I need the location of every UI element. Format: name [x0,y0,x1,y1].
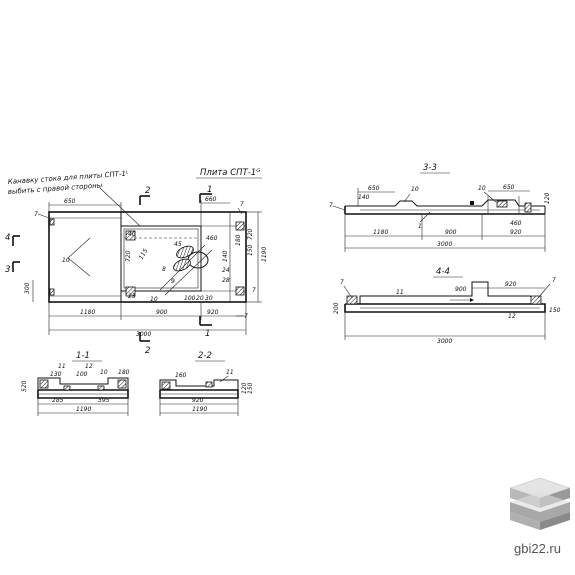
plan-dim-150: 150 [247,244,254,256]
section33-callout-10a: 10 [411,186,419,193]
plan-dim-115: 115 [138,247,150,261]
section44-dim-900: 900 [455,286,467,293]
section-mark-3-left: 3 [5,261,20,275]
plan-dim-180: 180 [235,234,242,246]
plan-callout-7c: 7 [252,287,256,294]
section22-callout-11: 11 [226,369,234,376]
svg-text:4: 4 [5,233,10,243]
section11-callout-11: 11 [58,363,66,370]
section44-dim-920: 920 [505,281,517,288]
plan-callout-7a: 7 [34,211,38,218]
section11-dim-130: 130 [50,371,62,378]
svg-text:2: 2 [145,346,150,356]
plan-callout-8: 8 [162,266,166,273]
section-4-4-title: 4-4 [436,267,450,277]
plan-dim-460: 460 [206,235,218,242]
section44-callout-7a: 7 [340,279,344,286]
plan-dim-20: 20 [196,295,204,302]
section-3-3: 3-3 10 10 1 7 650 650 140 120 [329,163,551,252]
section11-dim-595: 595 [98,397,110,404]
plan-dim-40: 40 [128,231,136,238]
plan-dim-24: 24 [222,267,230,274]
plan-dim-25: 25 [128,293,136,300]
section33-dim-140: 140 [358,194,370,201]
section-4-4: 4-4 7 7 11 12 900 920 150 200 3000 [333,267,561,345]
section33-dim-3000: 3000 [437,241,452,248]
gbi22-logo-icon [509,477,571,530]
plan-dim-920: 920 [207,309,219,316]
plan-dim-100: 100 [184,295,196,302]
section33-dim-650b: 650 [503,184,515,191]
section22-dim-150: 150 [247,382,254,394]
section11-dim-180: 180 [118,369,130,376]
plan-dim-650: 650 [64,198,76,205]
section-mark-1-top: 1 [199,185,212,203]
section33-dim-1180: 1180 [373,229,388,236]
plan-dim-45: 45 [174,241,182,248]
section33-callout-1: 1 [418,223,422,230]
svg-text:2: 2 [145,186,150,196]
plan-dim-3000: 3000 [136,331,151,338]
section11-callout-12: 12 [85,363,93,370]
section-2-2: 2-2 11 160 120 150 920 1190 [159,351,254,416]
plan-dim-660: 660 [205,196,217,203]
section22-dim-120: 120 [241,382,248,394]
section22-dim-160: 160 [175,372,187,379]
plan-dim-720-inner: 720 [125,250,132,262]
section11-dim-1190: 1190 [76,406,91,413]
plan-dim-720: 720 [247,228,254,240]
section33-dim-920: 920 [510,229,522,236]
section-mark-4-left: 4 [5,233,20,246]
section11-callout-10: 10 [100,369,108,376]
plan-dim-28: 28 [222,277,230,284]
plan-dim-900: 900 [156,309,168,316]
plan-dim-140: 140 [222,250,229,262]
section44-callout-7b: 7 [552,277,556,284]
section33-callout-7: 7 [329,202,333,209]
svg-text:1: 1 [205,329,210,339]
section22-dim-1190: 1190 [192,406,207,413]
plan-callout-10b: 10 [150,296,158,303]
watermark-site: gbi22.ru [514,541,561,556]
plan-outline [48,211,247,303]
section-2-2-title: 2-2 [198,351,212,361]
section33-callout-10b: 10 [478,185,486,192]
section-mark-2-bottom: 2 [139,332,150,356]
plan-view: Плита СПТ-1ᴳ 10 7 7 7 7 [5,168,268,356]
section-3-3-title: 3-3 [423,163,437,173]
plan-callout-10: 10 [62,257,70,264]
section11-dim-520: 520 [21,380,28,392]
section33-dim-120: 120 [544,192,551,204]
section33-dim-650a: 650 [368,185,380,192]
plan-title: Плита СПТ-1ᴳ [200,168,260,178]
section44-dim-3000: 3000 [437,338,452,345]
plan-dim-30: 30 [205,295,213,302]
section-mark-1-bottom: 1 [199,316,212,339]
plan-dim-1190: 1190 [261,247,268,262]
section33-dim-900: 900 [445,229,457,236]
plan-dim-300: 300 [24,282,31,294]
plan-dim-1180: 1180 [80,309,95,316]
section-1-1-title: 1-1 [76,351,90,361]
section44-callout-12: 12 [508,313,516,320]
svg-text:1: 1 [207,185,212,195]
section-mark-2-top: 2 [139,186,150,205]
plan-callout-7b: 7 [240,201,244,208]
section44-dim-150: 150 [549,307,561,314]
section11-dim-100: 100 [76,371,88,378]
section22-dim-920: 920 [192,397,204,404]
plan-callout-9: 9 [171,278,175,285]
section44-dim-200: 200 [333,302,340,314]
section11-dim-285: 285 [52,397,64,404]
svg-text:3: 3 [5,265,10,275]
section33-dim-460: 460 [510,220,522,227]
section44-callout-11: 11 [396,289,404,296]
section-1-1: 1-1 11 12 10 130 100 180 520 285 595 119… [21,351,130,416]
